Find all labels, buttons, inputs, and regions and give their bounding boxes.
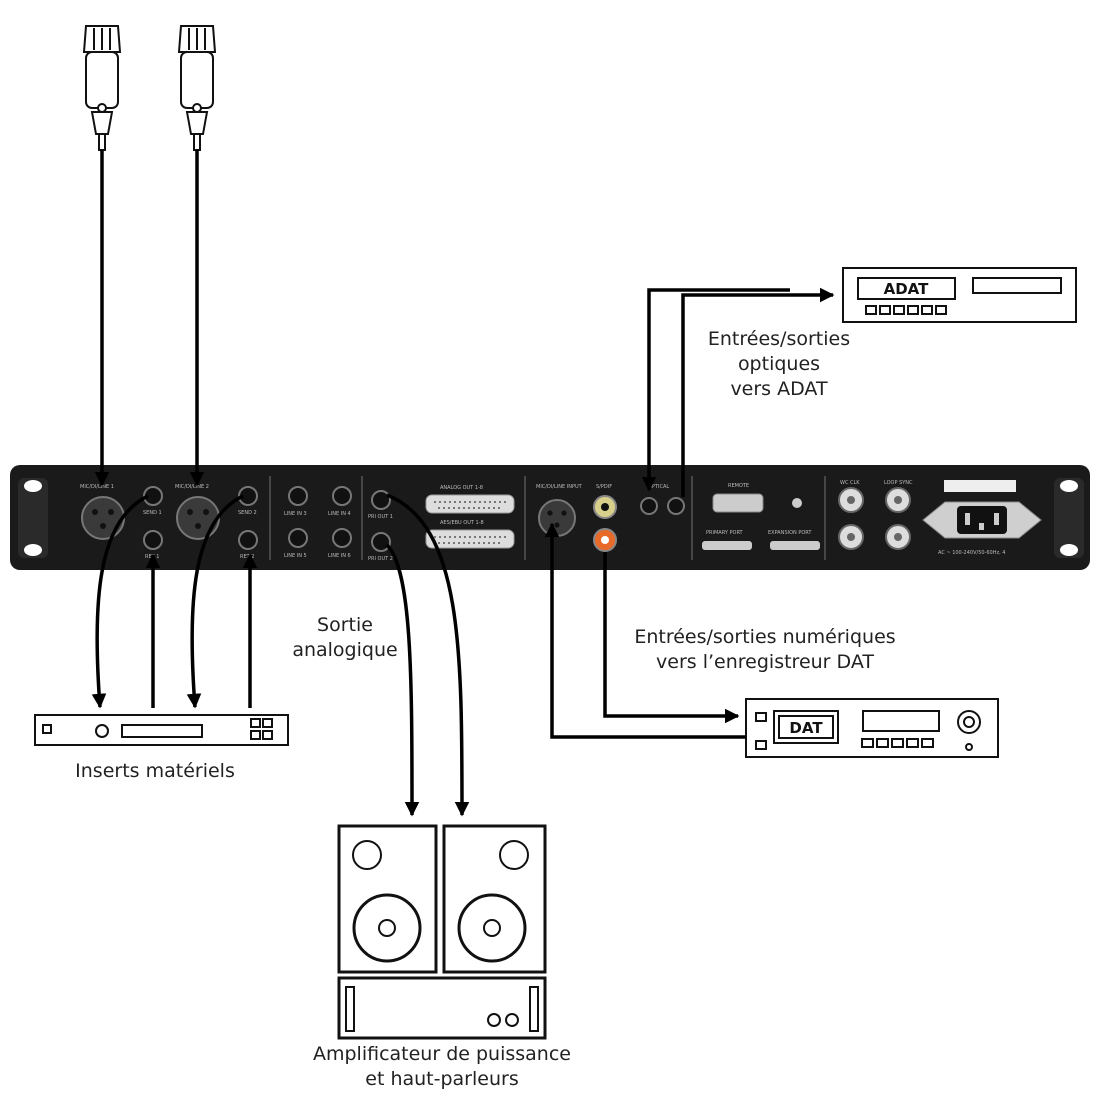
spdif-in-rca <box>593 495 617 519</box>
speaker-right <box>442 824 547 974</box>
label-mic2: MIC/DI/LINE 2 <box>175 484 209 490</box>
analog-out-db25 <box>425 494 515 514</box>
audio-interface-rear-panel: MIC/DI/LINE 1 MIC/DI/LINE 2 SEND 1 RET 1… <box>10 465 1090 570</box>
speaker-left <box>337 824 438 974</box>
analog-output-caption: Sortie analogique <box>280 613 410 663</box>
cable-spdif-out-to-dat <box>603 552 740 724</box>
optical-caption-line3: vers ADAT <box>730 378 828 400</box>
cable-adat-to-optical-in <box>641 288 790 492</box>
label-line4: LINE IN 4 <box>328 511 351 517</box>
analog-caption-line2: analogique <box>292 639 398 661</box>
connection-lines <box>91 150 835 817</box>
primary-out-2-jack <box>371 532 391 552</box>
send-1-jack <box>143 486 163 506</box>
ac-power-inlet <box>922 501 1042 539</box>
cable-pri-out2-to-speaker <box>385 543 420 817</box>
xlr-input-1 <box>81 496 125 540</box>
label-spdif: S/PDIF <box>596 484 612 490</box>
expansion-port <box>770 541 820 550</box>
label-mic-input: MIC/DI/LINE INPUT <box>536 484 583 490</box>
label-pri2: PRI OUT 2 <box>368 556 393 562</box>
spdif-out-rca <box>593 528 617 552</box>
optical-jack-a <box>640 497 658 515</box>
amplifier-speakers-caption: Amplificateur de puissance et haut-parle… <box>292 1042 592 1092</box>
dat-recorder-device <box>745 698 999 758</box>
label-primary-port: PRIMARY PORT <box>706 530 744 536</box>
hardware-inserts-caption: Inserts matériels <box>75 760 235 782</box>
primary-out-1-jack <box>371 490 391 510</box>
label-line6: LINE IN 6 <box>328 553 351 559</box>
line-in-4-jack <box>332 486 352 506</box>
optical-caption-line2: optiques <box>737 353 821 375</box>
digital-caption-line1: Entrées/sorties numériques <box>634 626 896 648</box>
label-line5: LINE IN 5 <box>284 553 307 559</box>
label-aes-out: AES/EBU OUT 1-8 <box>440 520 484 526</box>
optical-io-caption: Entrées/sorties optiques vers ADAT <box>694 327 864 402</box>
dat-device-label: DAT <box>789 719 823 737</box>
label-remote: REMOTE <box>728 483 749 489</box>
aes-ebu-out-db25 <box>425 529 515 549</box>
cable-send2-to-insert <box>186 494 244 709</box>
line-in-6-jack <box>332 528 352 548</box>
return-1-jack <box>143 530 163 550</box>
cable-pri-out1-to-speaker <box>386 493 470 817</box>
cable-dat-to-spdif-in <box>544 522 746 739</box>
optical-jack-b <box>667 497 685 515</box>
microphone-1 <box>82 25 122 151</box>
power-amplifier <box>337 976 547 1040</box>
line-in-5-jack <box>288 528 308 548</box>
remote-port <box>712 493 802 513</box>
label-ac: AC ~ 100-240V/50-60Hz, 4 <box>938 550 1005 556</box>
amp-caption-line1: Amplificateur de puissance <box>312 1043 571 1065</box>
analog-caption-line1: Sortie <box>317 614 373 636</box>
digital-io-caption: Entrées/sorties numériques vers l’enregi… <box>610 625 920 675</box>
hardware-insert-device <box>34 714 289 746</box>
label-mic1: MIC/DI/LINE 1 <box>80 484 114 490</box>
cable-send1-to-insert <box>91 494 149 709</box>
digital-caption-line2: vers l’enregistreur DAT <box>656 651 874 673</box>
adat-device <box>842 267 1077 323</box>
label-wc-clk: WC CLK <box>840 480 860 486</box>
label-send1: SEND 1 <box>143 510 162 516</box>
label-line3: LINE IN 3 <box>284 511 307 517</box>
label-ret2: RET 2 <box>240 554 254 560</box>
label-expansion-port: EXPANSION PORT <box>768 530 812 536</box>
microphone-2 <box>177 25 217 151</box>
label-loop-sync: LOOP SYNC <box>884 480 913 486</box>
send-2-jack <box>238 486 258 506</box>
return-2-jack <box>238 530 258 550</box>
label-send2: SEND 2 <box>238 510 257 516</box>
line-in-3-jack <box>288 486 308 506</box>
cable-optical-out-to-adat <box>681 287 835 497</box>
xlr-input-2 <box>176 496 220 540</box>
primary-port <box>702 541 752 550</box>
optical-caption-line1: Entrées/sorties <box>707 328 851 350</box>
label-pri1: PRI OUT 1 <box>368 514 393 520</box>
serial-barcode-label <box>944 480 1016 492</box>
amp-caption-line2: et haut-parleurs <box>365 1068 519 1090</box>
label-optical: OPTICAL <box>648 484 669 490</box>
xlr-input-front <box>538 499 576 537</box>
label-analog-out: ANALOG OUT 1-8 <box>440 485 483 491</box>
adat-device-label: ADAT <box>884 280 930 298</box>
